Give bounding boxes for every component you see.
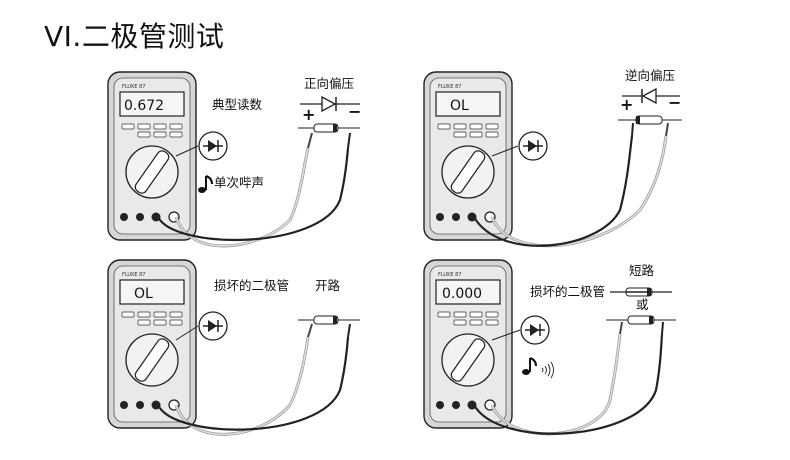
multimeter: FLUKE 87 OL [107, 259, 197, 429]
schematic-forward [300, 95, 360, 113]
multimeter: FLUKE 87 0.672 [107, 71, 197, 241]
condition-forward-bias: 正向偏压 [304, 76, 355, 91]
rotary-dial [450, 150, 486, 194]
rotary-dial [134, 150, 170, 194]
beep-icon [522, 357, 554, 379]
condition-open-circuit: 开路 [315, 278, 341, 293]
svg-text:FLUKE 87: FLUKE 87 [122, 272, 145, 278]
meter-display: OL [134, 286, 153, 302]
meter-display: 0.000 [442, 286, 482, 302]
svg-text:FLUKE 87: FLUKE 87 [438, 84, 461, 90]
svg-text:FLUKE 87: FLUKE 87 [122, 84, 145, 90]
page-title: VI.二极管测试 [44, 20, 225, 53]
multimeter: FLUKE 87 OL [423, 71, 513, 241]
meter-display: OL [450, 98, 469, 114]
polarity-minus: − [668, 93, 682, 112]
diode-forward-icon [175, 131, 228, 161]
caption-typical-reading: 典型读数 [212, 97, 263, 112]
polarity-plus: + [620, 95, 634, 114]
rotary-dial [134, 338, 170, 382]
condition-short-circuit: 短路 [629, 263, 655, 278]
polarity-minus: − [348, 102, 362, 121]
diode-forward-icon [491, 131, 548, 161]
schematic-short [610, 287, 672, 297]
meter-display: 0.672 [124, 98, 164, 114]
caption-damaged-diode: 损坏的二极管 [214, 278, 290, 293]
diode-forward-icon [491, 315, 550, 345]
svg-text:FLUKE 87: FLUKE 87 [438, 272, 461, 278]
beep-icon [198, 175, 213, 193]
rotary-dial [450, 338, 486, 382]
condition-or: 或 [636, 297, 649, 312]
caption-damaged-diode: 损坏的二极管 [530, 284, 606, 299]
multimeter: FLUKE 87 0.000 [423, 259, 513, 429]
polarity-plus: + [302, 105, 316, 124]
diode-forward-icon [175, 311, 228, 341]
note-single-beep: 单次哔声 [214, 175, 265, 190]
schematic-reverse [622, 87, 680, 105]
condition-reverse-bias: 逆向偏压 [625, 68, 676, 83]
